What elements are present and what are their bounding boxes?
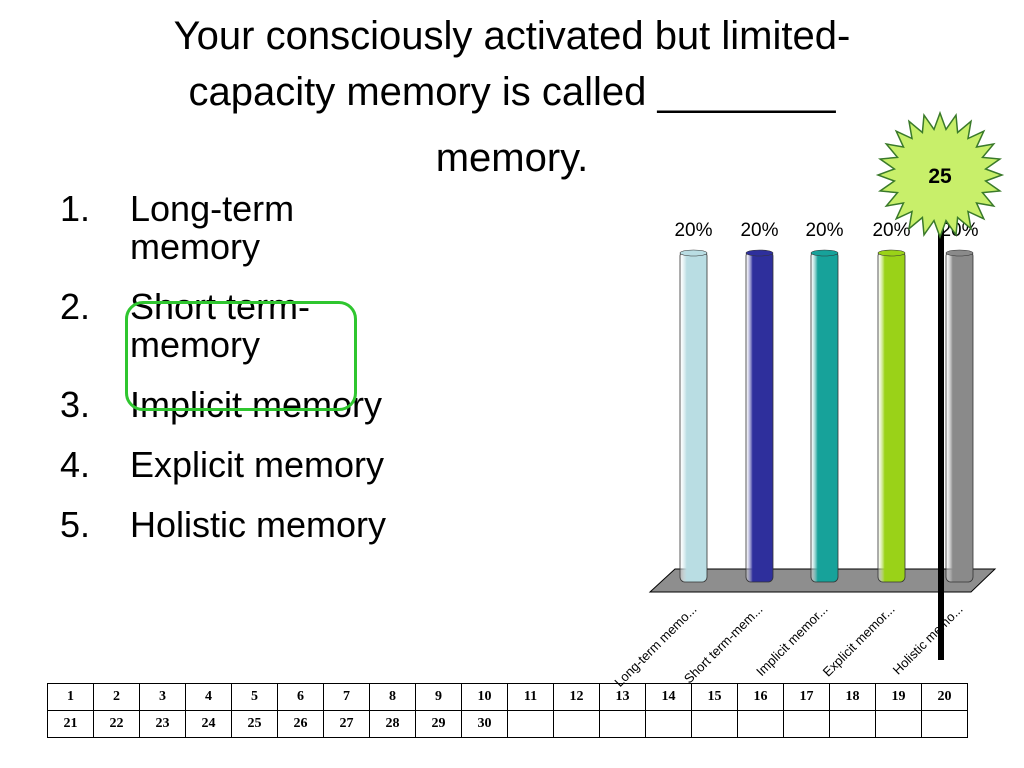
grid-cell: 11 bbox=[507, 683, 554, 711]
answer-text: Holistic memory bbox=[130, 504, 387, 545]
grid-cell: 2 bbox=[93, 683, 140, 711]
grid-cell bbox=[553, 710, 600, 738]
answer-number: 4. bbox=[60, 444, 91, 485]
grid-cell: 29 bbox=[415, 710, 462, 738]
question-line-2: capacity memory is called ________ bbox=[188, 70, 836, 114]
question-line-1: Your consciously activated but limited- bbox=[173, 14, 851, 58]
answer-number: 3. bbox=[60, 384, 91, 425]
timer-value: 25 bbox=[928, 165, 952, 188]
answer-option-4[interactable]: 4. Explicit memory bbox=[60, 446, 480, 484]
countdown-marker-line bbox=[938, 210, 944, 660]
grid-cell: 19 bbox=[875, 683, 922, 711]
chart-bar-cap bbox=[679, 249, 708, 257]
chart-bar-cap bbox=[745, 249, 774, 257]
grid-cell: 18 bbox=[829, 683, 876, 711]
answer-text: Explicit memory bbox=[130, 444, 385, 485]
chart-bar bbox=[877, 250, 906, 583]
chart-value-label: 20% bbox=[805, 220, 843, 241]
answer-number: 1. bbox=[60, 188, 91, 229]
answer-list: 1. Long-term memory 2. Short term-memory 3… bbox=[60, 190, 480, 566]
grid-cell bbox=[691, 710, 738, 738]
chart-category-label: Implicit memor... bbox=[753, 602, 831, 680]
grid-cell: 8 bbox=[369, 683, 416, 711]
correct-answer-highlight bbox=[125, 301, 357, 411]
grid-cell: 14 bbox=[645, 683, 692, 711]
grid-cell: 27 bbox=[323, 710, 370, 738]
chart-category-label: Explicit memor... bbox=[820, 602, 898, 680]
answer-text: Long-term memory bbox=[130, 188, 295, 267]
grid-cell: 10 bbox=[461, 683, 508, 711]
grid-cell: 24 bbox=[185, 710, 232, 738]
grid-cell: 4 bbox=[185, 683, 232, 711]
grid-cell bbox=[737, 710, 784, 738]
grid-cell bbox=[829, 710, 876, 738]
grid-cell: 17 bbox=[783, 683, 830, 711]
grid-cell: 12 bbox=[553, 683, 600, 711]
grid-cell bbox=[507, 710, 554, 738]
chart-bar bbox=[679, 250, 708, 583]
grid-cell bbox=[921, 710, 968, 738]
answer-option-5[interactable]: 5. Holistic memory bbox=[60, 506, 480, 544]
chart-bar-cap bbox=[810, 249, 839, 257]
chart-bar-cap bbox=[877, 249, 906, 257]
chart-bar bbox=[945, 250, 974, 583]
question-line-3: memory. bbox=[435, 136, 589, 180]
question-title: Your consciously activated but limited- … bbox=[100, 8, 924, 186]
grid-cell: 13 bbox=[599, 683, 646, 711]
response-chart: 20%Long-term memo...20%Short term-mem...… bbox=[611, 110, 1005, 690]
answer-option-2[interactable]: 2. Short term-memory bbox=[60, 288, 480, 364]
grid-cell: 28 bbox=[369, 710, 416, 738]
grid-cell bbox=[645, 710, 692, 738]
chart-category-label: Holistic memo... bbox=[890, 602, 966, 678]
answer-option-1[interactable]: 1. Long-term memory bbox=[60, 190, 480, 266]
grid-cell: 25 bbox=[231, 710, 278, 738]
chart-bar-cap bbox=[945, 249, 974, 257]
grid-cell: 23 bbox=[139, 710, 186, 738]
grid-cell: 3 bbox=[139, 683, 186, 711]
chart-value-label: 20% bbox=[674, 220, 712, 241]
grid-cell: 20 bbox=[921, 683, 968, 711]
grid-cell bbox=[875, 710, 922, 738]
answer-number: 5. bbox=[60, 504, 91, 545]
answer-number: 2. bbox=[60, 286, 91, 327]
grid-cell: 7 bbox=[323, 683, 370, 711]
grid-cell: 6 bbox=[277, 683, 324, 711]
answer-text: Short term-memory bbox=[130, 286, 311, 365]
grid-cell: 1 bbox=[47, 683, 94, 711]
grid-cell bbox=[599, 710, 646, 738]
chart-value-label: 20% bbox=[940, 220, 978, 241]
grid-cell: 16 bbox=[737, 683, 784, 711]
grid-cell: 22 bbox=[93, 710, 140, 738]
grid-cell: 9 bbox=[415, 683, 462, 711]
grid-cell: 26 bbox=[277, 710, 324, 738]
grid-cell: 15 bbox=[691, 683, 738, 711]
chart-value-label: 20% bbox=[872, 220, 910, 241]
grid-cell: 5 bbox=[231, 683, 278, 711]
chart-bar bbox=[810, 250, 839, 583]
grid-cell: 21 bbox=[47, 710, 94, 738]
timer-starburst-icon bbox=[875, 110, 1005, 240]
chart-value-label: 20% bbox=[740, 220, 778, 241]
grid-cell bbox=[783, 710, 830, 738]
grid-cell: 30 bbox=[461, 710, 508, 738]
chart-bar bbox=[745, 250, 774, 583]
